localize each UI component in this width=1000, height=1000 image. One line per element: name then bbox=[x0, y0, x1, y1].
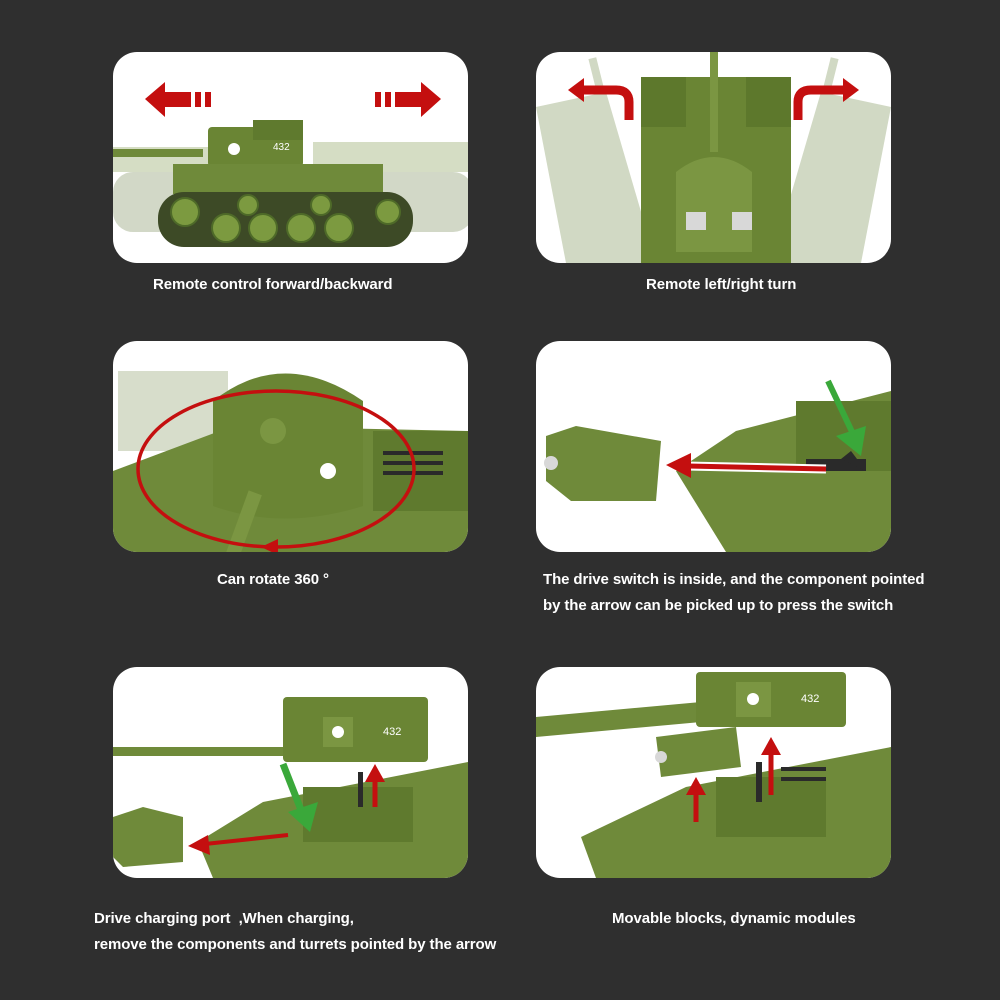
tank-number-decal: 432 bbox=[801, 693, 819, 705]
star-decal-icon bbox=[320, 463, 336, 479]
star-decal-icon bbox=[228, 143, 240, 155]
caption-forward-backward: Remote control forward/backward bbox=[153, 276, 393, 293]
star-decal-icon bbox=[747, 693, 759, 705]
red-arrow-left-icon bbox=[687, 463, 827, 472]
caption-left-right-turn: Remote left/right turn bbox=[646, 276, 797, 293]
star-decal-icon bbox=[332, 726, 344, 738]
green-arrow-down-icon bbox=[825, 379, 857, 438]
caption-charging-port: Drive charging port ,When charging, remo… bbox=[94, 910, 497, 953]
panel-rotate-360 bbox=[113, 341, 468, 552]
caption-drive-switch: The drive switch is inside, and the comp… bbox=[543, 571, 925, 614]
panel-left-right-turn bbox=[536, 52, 891, 263]
drive-switch-image bbox=[544, 379, 891, 552]
panel-drive-switch bbox=[536, 341, 891, 552]
movable-blocks-image: 432 bbox=[536, 672, 891, 878]
panel-charging-port: 432 bbox=[113, 667, 468, 878]
tank-number-decal: 432 bbox=[383, 726, 401, 738]
panel-forward-backward: 432 bbox=[113, 52, 468, 263]
curved-arrow-left-icon bbox=[581, 85, 634, 120]
charging-port-image: 432 bbox=[113, 697, 468, 878]
caption-movable-blocks: Movable blocks, dynamic modules bbox=[612, 910, 856, 927]
tank-top-view-image bbox=[536, 52, 891, 263]
turret-closeup-image bbox=[113, 371, 468, 552]
arrow-right-icon bbox=[395, 82, 441, 117]
arrow-left-icon bbox=[145, 82, 191, 117]
red-arrow-left-icon bbox=[204, 833, 289, 846]
tank-number-decal: 432 bbox=[273, 142, 290, 153]
panel-movable-blocks: 432 bbox=[536, 667, 891, 878]
curved-arrow-right-icon bbox=[793, 85, 846, 120]
tank-side-view-image: 432 bbox=[113, 82, 468, 247]
green-arrow-down-icon bbox=[279, 762, 307, 817]
caption-rotate-360: Can rotate 360 ° bbox=[217, 571, 329, 588]
